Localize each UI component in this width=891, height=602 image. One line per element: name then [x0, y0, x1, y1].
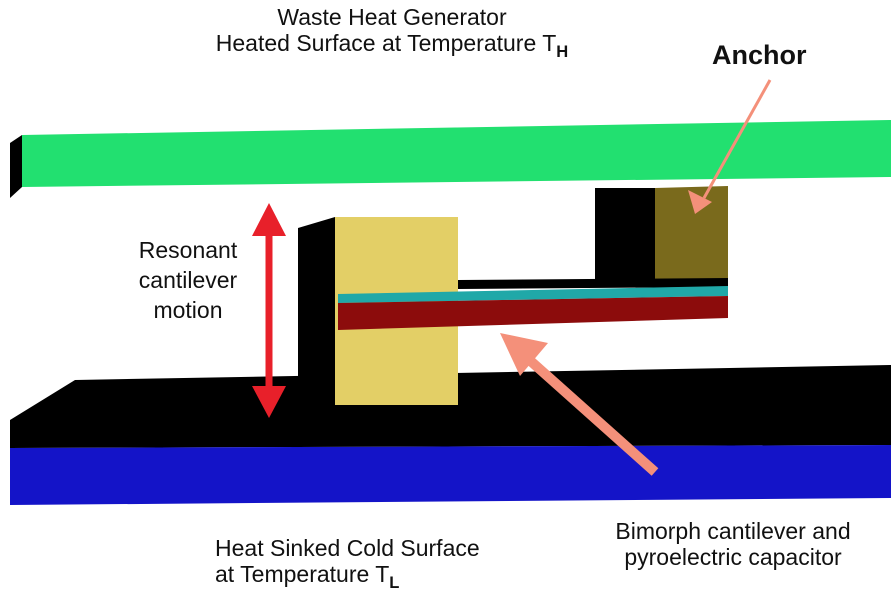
motion-label-line3: motion: [153, 296, 223, 323]
cold-surface-title: Heat Sinked Cold Surface: [215, 535, 480, 561]
motion-label-line2: cantilever: [138, 266, 238, 293]
motion-double-arrow: [252, 203, 286, 418]
motion-label: Resonant cantilever motion: [128, 236, 248, 326]
cold-plate-top: [10, 365, 891, 448]
cold-surface-temperature: at Temperature TL: [215, 561, 480, 592]
cold-temp-text: at Temperature T: [215, 561, 390, 588]
motion-label-line1: Resonant: [138, 237, 238, 263]
bimorph-label: Bimorph cantilever and pyroelectric capa…: [598, 518, 868, 571]
anchor-face: [655, 186, 728, 283]
hot-surface-title: Waste Heat Generator: [277, 4, 507, 30]
hot-surface-temperature: Heated Surface at Temperature TH: [182, 30, 602, 61]
hot-surface-label: Waste Heat Generator Heated Surface at T…: [182, 4, 602, 61]
hot-temp-text: Heated Surface at Temperature T: [215, 30, 557, 57]
anchor-label: Anchor: [712, 40, 807, 70]
support-shadow: [298, 217, 335, 405]
cantilever-top-layer: [338, 286, 728, 303]
cold-surface-label: Heat Sinked Cold Surface at Temperature …: [215, 535, 480, 592]
hot-temp-subscript: H: [556, 42, 569, 62]
cantilever-back: [458, 278, 728, 289]
cold-temp-subscript: L: [389, 573, 400, 593]
bimorph-label-line1: Bimorph cantilever and: [615, 518, 851, 544]
anchor-shadow: [595, 188, 655, 283]
cold-plate-front: [10, 445, 891, 505]
cantilever-bottom-layer: [338, 296, 728, 330]
hot-plate-face: [22, 120, 891, 187]
anchor-pointer-arrow: [688, 79, 772, 214]
cantilever-pointer-arrow: [500, 333, 659, 476]
hot-plate-edge: [10, 135, 22, 198]
bimorph-label-line2: pyroelectric capacitor: [624, 544, 842, 571]
